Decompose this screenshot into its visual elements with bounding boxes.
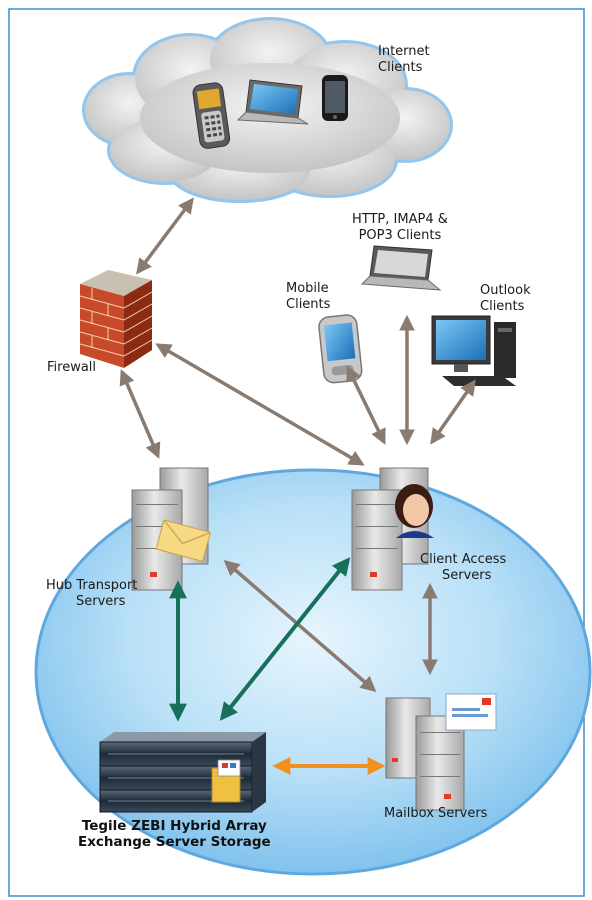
arrow-cas-storage [219,557,351,721]
hub-label-line2: Servers [76,594,126,609]
storage-label-line1: Tegile ZEBI Hybrid Array [81,818,267,834]
envelope-icon [155,519,211,563]
storage-array-icon [99,732,266,813]
http-clients-laptop-icon [360,245,442,291]
arrow-internet-firewall [136,197,194,275]
arrow-outlook-cas [430,379,476,445]
http-label-line1: HTTP, IMAP4 & [352,212,448,227]
user-avatar-icon [395,484,434,538]
hub-label-line1: Hub Transport [46,578,138,593]
storage-label-line2: Exchange Server Storage [78,834,271,850]
mobile-label-line1: Mobile [286,281,329,296]
http-label-line2: POP3 Clients [358,228,442,243]
cas-label-line2: Servers [442,568,492,583]
laptop-icon [236,79,309,125]
internet-label-line1: Internet [378,44,430,59]
internet-clients-label: Internet Clients [378,44,430,76]
internet-label-line2: Clients [378,60,423,75]
mailbox-servers-label: Mailbox Servers [384,806,488,821]
hub-transport-label: Hub Transport Servers [46,578,137,610]
server-zone-ellipse [34,468,592,876]
arrow-firewall-hub [119,369,161,459]
outlook-label-line1: Outlook [480,283,531,298]
smartphone-icon [322,75,348,121]
storage-arrows [169,557,351,722]
outlook-label-line2: Clients [480,299,525,314]
mobile-label-line2: Clients [286,297,331,312]
storage-label: Tegile ZEBI Hybrid Array Exchange Server… [78,818,271,850]
pda-icon [318,314,363,384]
mail-document-icon [445,693,497,731]
http-clients-label: HTTP, IMAP4 & POP3 Clients [352,212,448,244]
cas-label-line1: Client Access [420,552,507,567]
outlook-clients-label: Outlook Clients [480,283,531,315]
mobile-clients-label: Mobile Clients [286,281,330,313]
cellphone-icon [192,82,231,149]
mailbox-server-icon [385,697,465,811]
client-access-label: Client Access Servers [420,552,506,584]
firewall-icon [79,270,153,368]
arrow-mobile-cas [346,365,386,445]
arrow-firewall-cas [155,343,365,466]
firewall-label: Firewall [47,360,97,375]
